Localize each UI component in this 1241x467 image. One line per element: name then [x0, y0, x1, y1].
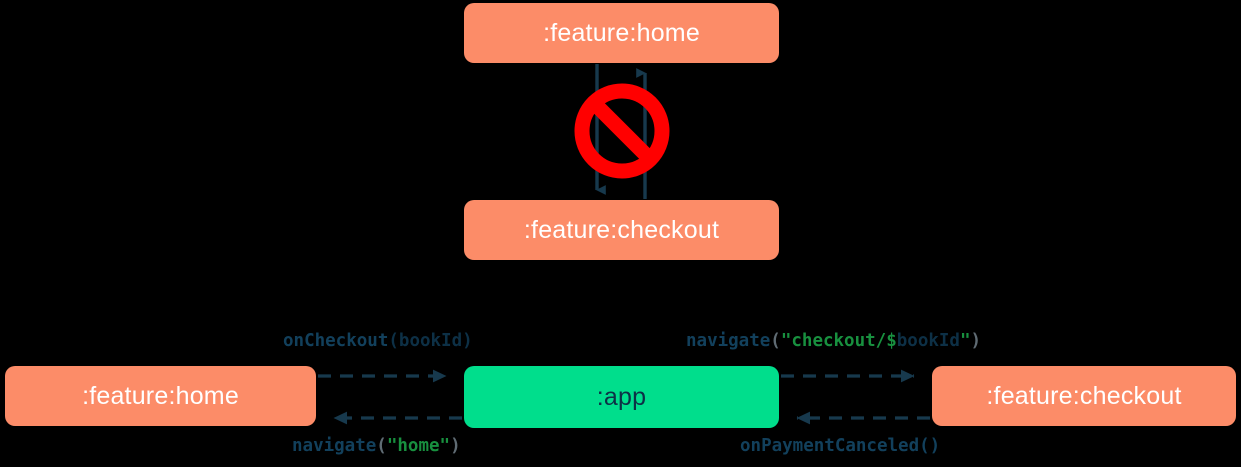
code-token-function: navigate: [292, 436, 377, 456]
edge-label-navigate-checkout: navigate("checkout/$bookId"): [686, 331, 982, 351]
code-token-argument: bookId: [896, 331, 960, 351]
code-token-paren-open: (: [770, 331, 781, 351]
code-token-paren-close: ): [450, 436, 461, 456]
edge-label-navigate-home: navigate("home"): [292, 436, 461, 456]
module-node-label: :feature:checkout: [523, 215, 720, 244]
edge-label-on-payment-canceled: onPaymentCanceled(): [740, 436, 941, 456]
code-token-paren-open: (: [376, 436, 387, 456]
code-token-parens: (): [919, 436, 941, 456]
edge-label-on-checkout: onCheckout(bookId): [283, 331, 473, 351]
module-node-feature-home-top[interactable]: :feature:home: [464, 3, 779, 63]
module-node-label: :app: [596, 382, 647, 411]
module-node-app[interactable]: :app: [464, 366, 779, 428]
code-token-string-end: ": [959, 331, 971, 351]
module-node-feature-home-bottom[interactable]: :feature:home: [5, 366, 316, 426]
code-token-function: onCheckout: [283, 331, 389, 351]
code-token-paren-close: ): [970, 331, 982, 351]
module-node-feature-checkout-top[interactable]: :feature:checkout: [464, 200, 779, 260]
module-node-feature-checkout-bottom[interactable]: :feature:checkout: [932, 366, 1236, 426]
module-node-label: :feature:home: [543, 18, 700, 47]
code-token-argument: bookId: [398, 331, 463, 351]
code-token-string-start: "checkout/: [780, 331, 887, 351]
code-token-function: navigate: [686, 331, 771, 351]
module-node-label: :feature:home: [82, 381, 239, 410]
code-token-paren-open: (: [388, 331, 399, 351]
code-token-paren-close: ): [462, 331, 473, 351]
module-node-label: :feature:checkout: [986, 381, 1182, 410]
code-token-dollar: $: [886, 331, 897, 351]
code-token-string: "home": [386, 436, 451, 456]
prohibition-sign-icon: [574, 83, 670, 179]
code-token-function: onPaymentCanceled: [740, 436, 920, 456]
